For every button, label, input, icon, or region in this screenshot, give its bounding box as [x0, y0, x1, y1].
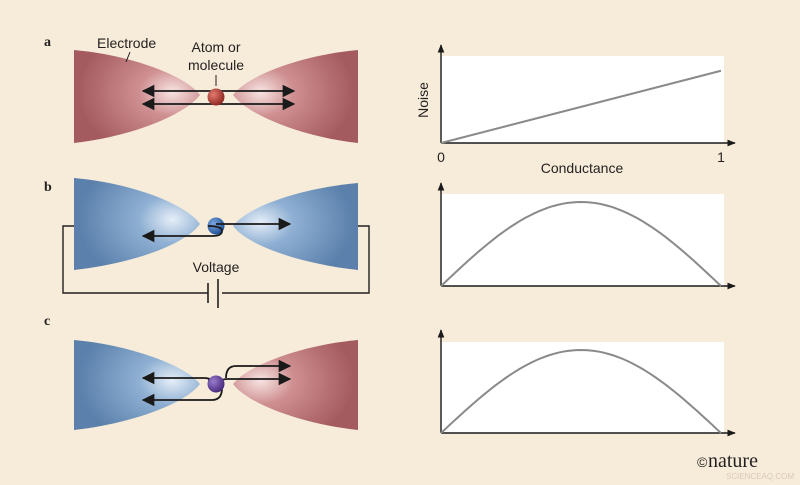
x-tick-label-0: 0: [437, 149, 445, 165]
copyright-symbol: ©: [697, 454, 708, 470]
left-electrode-a: [74, 50, 200, 143]
nature-credit: © nature SCIENCEAQ.COM: [697, 450, 794, 481]
right-electrode-b: [233, 183, 358, 270]
left-electrode-c: [74, 340, 200, 430]
arrow-c-lower-left: [141, 387, 223, 407]
panel-c: c: [44, 314, 358, 430]
x-tick-label-1: 1: [717, 149, 725, 165]
graph-c: [437, 329, 736, 437]
panel-letter-c: c: [44, 314, 50, 329]
noise-curve-c: [440, 348, 722, 434]
electrode-leader-line: [125, 51, 131, 63]
graph-a: Noise 0 1 Conductance: [415, 44, 736, 176]
arrow-c-upper-right: [225, 359, 292, 379]
right-electrode-a: [233, 50, 358, 143]
atom-c: [207, 375, 225, 393]
nature-logo: nature: [708, 450, 758, 472]
noise-curve-a: [440, 69, 722, 144]
noise-curve-b: [440, 200, 722, 287]
panel-letter-a: a: [44, 35, 51, 50]
x-axis-label: Conductance: [541, 160, 624, 176]
arrow-b-reflected: [141, 225, 223, 243]
graph-b: [437, 182, 736, 290]
panel-b: b Voltage: [44, 178, 370, 308]
circuit-wire: [62, 225, 370, 294]
panel-letter-b: b: [44, 180, 52, 195]
atom-label-line1: Atom or: [191, 39, 240, 55]
voltage-label: Voltage: [193, 259, 240, 275]
right-electrode-c: [233, 340, 358, 430]
plot-area-b: [441, 194, 724, 286]
plot-area-c: [441, 342, 724, 433]
y-axis-label: Noise: [415, 82, 431, 118]
watermark: SCIENCEAQ.COM: [726, 472, 794, 481]
atom-a: [207, 88, 225, 106]
left-electrode-b: [74, 178, 200, 270]
plot-area-a: [441, 56, 724, 143]
panel-a: a Electrode Atom or molecule: [44, 35, 358, 143]
electrode-label: Electrode: [97, 35, 156, 51]
atom-label-line2: molecule: [188, 57, 244, 73]
